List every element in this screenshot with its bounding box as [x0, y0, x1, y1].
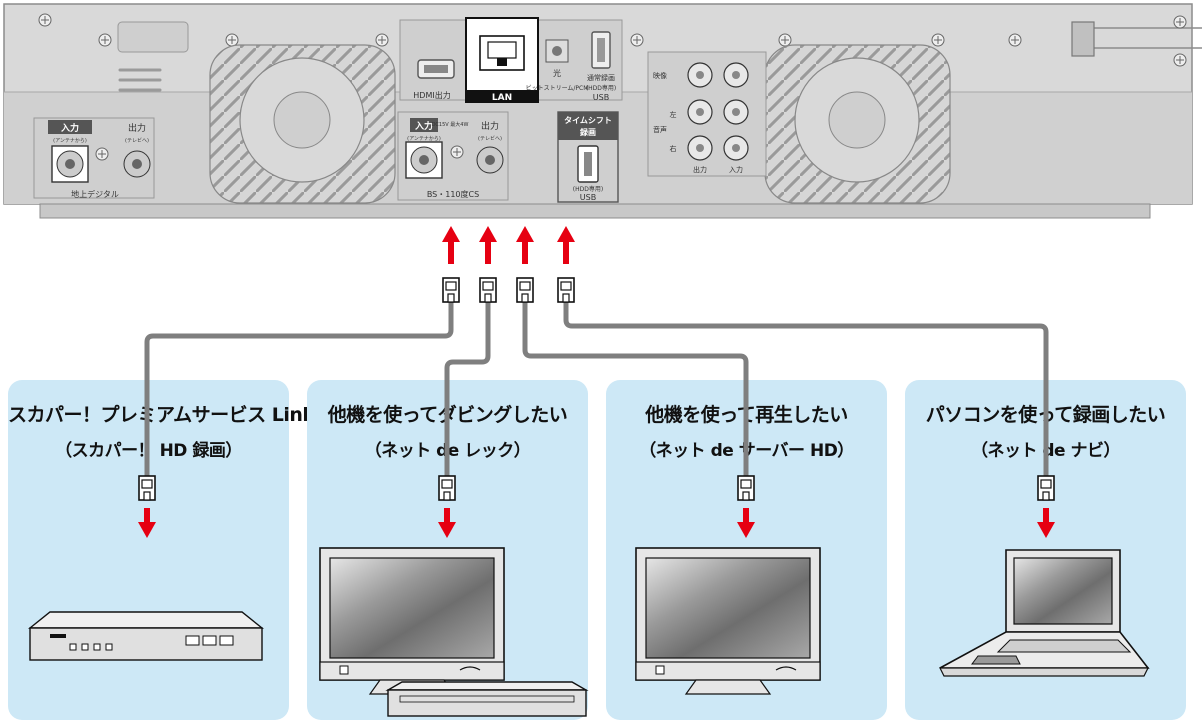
plug-icon — [737, 475, 755, 501]
left-fan — [209, 44, 396, 204]
set-top-box-icon — [28, 611, 264, 661]
panel-title: スカパー！プレミアムサービス Link — [8, 404, 315, 426]
terrestrial-label: 地上デジタル — [71, 189, 119, 199]
timeshift-label-2: 録画 — [580, 127, 596, 137]
tv-with-recorder-icon — [319, 547, 589, 717]
right-fan — [764, 44, 951, 204]
av-in-label: 入力 — [729, 165, 743, 174]
av-audio-label: 音声 — [653, 125, 667, 134]
recorder-rear-panel: HDMI出力 LAN 光 ビットストリーム/PCM 通常録画 (HDD専用) U… — [3, 3, 1202, 219]
tv-icon — [635, 547, 821, 695]
laptop-icon — [939, 549, 1150, 677]
optical-label: 光 — [553, 68, 561, 78]
av-out-label: 出力 — [693, 165, 707, 174]
plug-icon — [438, 475, 456, 501]
plug-icon — [138, 475, 156, 501]
lan-port: LAN — [465, 17, 539, 103]
terrestrial-output-label: 出力 — [128, 122, 146, 134]
cable-3 — [522, 302, 749, 478]
optical-sub-label: ビットストリーム/PCM — [526, 84, 589, 92]
arrow-down-icon — [438, 508, 456, 538]
lan-cables — [144, 302, 1049, 478]
bs-output-label: 出力 — [481, 120, 499, 132]
usb-normal-label: 通常録画 — [587, 73, 615, 82]
arrow-down-icon — [737, 508, 755, 538]
lan-label: LAN — [492, 93, 512, 103]
hdmi-label: HDMI出力 — [413, 90, 450, 100]
terrestrial-input-sub: (アンテナから) — [53, 137, 87, 144]
terrestrial-input-label: 入力 — [60, 122, 79, 134]
bs-cs-label: BS・110度CS — [427, 189, 479, 199]
usb-normal-usb: USB — [593, 93, 609, 102]
timeshift-hdd-label: (HDD専用) — [573, 185, 603, 193]
av-video-label: 映像 — [653, 71, 667, 80]
panel-cable-segments — [144, 380, 1049, 478]
plug-icon — [1037, 475, 1055, 501]
terrestrial-output-sub: (テレビへ) — [125, 137, 149, 144]
timeshift-label-1: タイムシフト — [564, 115, 612, 125]
cable-2 — [444, 302, 491, 478]
bs-output-sub: (テレビへ) — [478, 135, 502, 142]
usb-normal-sub: (HDD専用) — [586, 84, 616, 92]
cable-4 — [563, 302, 1049, 478]
av-left-label: 左 — [670, 110, 677, 119]
av-right-label: 右 — [670, 144, 677, 153]
bs-dc-label: DC15V 最大4W — [432, 121, 469, 128]
timeshift-usb-label: USB — [580, 193, 596, 202]
arrow-down-icon — [1037, 508, 1055, 538]
bs-input-sub: (アンテナから) — [407, 135, 441, 142]
cable-1 — [144, 302, 454, 478]
arrow-down-icon — [138, 508, 156, 538]
bs-input-label: 入力 — [414, 120, 433, 132]
